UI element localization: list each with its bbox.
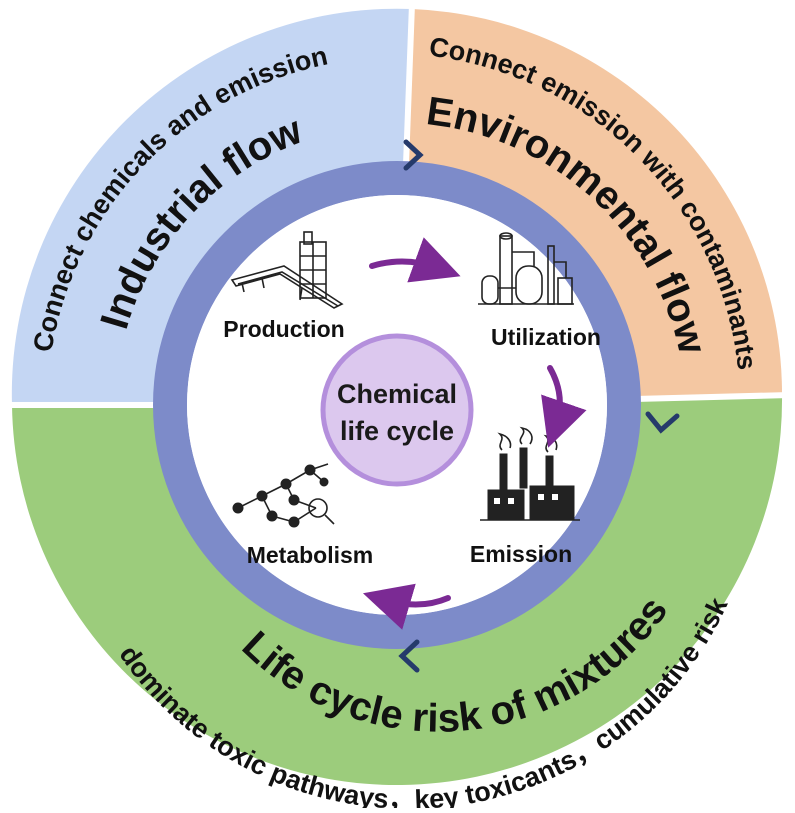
conveyor-line [237,271,339,307]
conveyor-leg-2 [261,277,265,289]
magnifier-lens [308,498,328,518]
conveyor-leg-1 [241,282,245,293]
ring-chevron-right [645,411,680,434]
network-node-7 [288,494,300,506]
factory-tower [303,231,313,245]
plant-tank-right [557,277,573,305]
plant-tank-left [481,275,499,305]
smokestack-icon [480,426,580,521]
center-label-line1: Chemical [337,379,457,409]
stage-label-production: Production [223,316,344,342]
plant-pipes [498,251,567,289]
center-circle [320,333,474,487]
network-node-1 [232,502,244,514]
stage-label-utilization: Utilization [491,324,601,350]
flow-ring-band [153,161,641,649]
emission-stack-1 [499,453,508,493]
arrow-production-to-utilization [369,237,461,283]
smoke-2 [519,426,533,445]
chemical-plant-icon [478,232,574,305]
ring-chevron-bottom [398,639,420,673]
network-node-5 [266,510,278,522]
emission-window-3 [538,494,544,500]
conveyor-shape [230,265,344,309]
plant-column [499,235,513,305]
plant-reactor [515,265,543,305]
smoke-1 [497,432,512,451]
emission-stack-2 [519,447,528,489]
plant-column-cap [499,232,513,240]
network-node-4 [304,464,316,476]
magnifier-handle [324,514,335,525]
arrow-utilization-to-emission [541,365,587,448]
emission-building-right [529,485,575,521]
emission-window-2 [508,498,514,504]
emission-building-left [487,489,525,521]
center-label-line2: life cycle [340,416,454,446]
plant-stack [547,245,555,305]
network-node-6 [288,516,300,528]
metabolic-network-icon [232,463,335,528]
network-node-2 [256,490,268,502]
factory-conveyor-icon [230,231,344,309]
network-node-3 [280,478,292,490]
stage-label-emission: Emission [470,541,572,567]
emission-window-4 [552,494,558,500]
network-node-8 [319,477,329,487]
arrow-emission-to-metabolism [362,583,451,630]
emission-stack-3 [545,455,554,489]
ring-chevron-top [403,139,424,171]
stage-label-metabolism: Metabolism [247,542,374,568]
emission-window-1 [494,498,500,504]
